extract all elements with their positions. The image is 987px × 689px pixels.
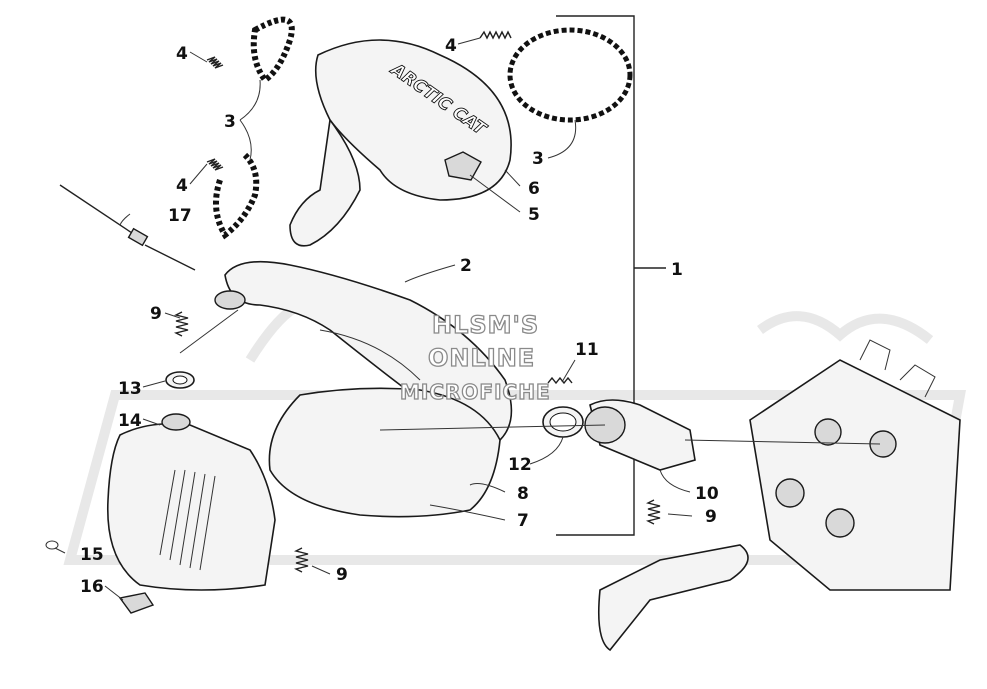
- callout-3-left: 3: [224, 112, 236, 132]
- gasket-13[interactable]: [165, 371, 195, 389]
- spring-top-left[interactable]: [206, 56, 224, 69]
- callout-14: 14: [118, 411, 142, 431]
- clamp-strap-top-left[interactable]: [250, 16, 295, 85]
- spring-9-left[interactable]: [173, 311, 189, 337]
- temperature-sensor[interactable]: [59, 184, 196, 271]
- callout-6: 6: [528, 179, 540, 199]
- silencer-fins: [159, 469, 216, 571]
- callout-4-mid-left: 4: [176, 176, 188, 196]
- callout-12: 12: [508, 455, 532, 475]
- callout-labels: 4 3 4 17 9 13 14 15 16 4 3 6 5 2 1 11 12…: [80, 36, 719, 597]
- assembly-bracket: [556, 15, 666, 536]
- callout-9-right: 9: [705, 507, 717, 527]
- callout-10: 10: [695, 484, 719, 504]
- gasket-12[interactable]: [542, 406, 584, 438]
- callout-16: 16: [80, 577, 104, 597]
- watermark: HLSM'S ONLINE MICROFICHE: [399, 310, 551, 404]
- callout-7: 7: [517, 511, 529, 531]
- watermark-line-3: MICROFICHE: [400, 380, 551, 404]
- callout-13: 13: [118, 379, 142, 399]
- spring-11[interactable]: [547, 376, 573, 385]
- clamp-strap-right[interactable]: [507, 27, 633, 123]
- spring-9-bottom[interactable]: [293, 547, 309, 573]
- callout-9-bottom: 9: [336, 565, 348, 585]
- callout-15: 15: [80, 545, 104, 565]
- spring-mid-left[interactable]: [206, 158, 224, 171]
- callout-17: 17: [168, 206, 192, 226]
- clamp-strap-mid-left[interactable]: [213, 152, 260, 240]
- exhaust-pipe[interactable]: [214, 260, 513, 518]
- callout-1: 1: [671, 260, 683, 280]
- callout-5: 5: [528, 205, 540, 225]
- silencer[interactable]: [106, 413, 276, 591]
- callout-3-right: 3: [532, 149, 544, 169]
- callout-9-left: 9: [150, 304, 162, 324]
- callout-8: 8: [517, 484, 529, 504]
- spring-top-right[interactable]: [479, 30, 512, 40]
- callout-4-top-right: 4: [445, 36, 457, 56]
- leader-lines: [54, 37, 881, 601]
- retaining-clip[interactable]: [45, 540, 59, 550]
- watermark-line-2: ONLINE: [428, 344, 535, 372]
- callout-4-top-left: 4: [176, 44, 188, 64]
- grommet[interactable]: [118, 592, 155, 614]
- exhaust-flange[interactable]: [584, 399, 696, 471]
- spring-9-right[interactable]: [645, 499, 661, 525]
- heat-shield[interactable]: ARCTIC CAT: [289, 39, 512, 247]
- callout-2: 2: [460, 256, 472, 276]
- callout-11: 11: [575, 340, 599, 360]
- engine-block: [749, 339, 961, 591]
- watermark-line-1: HLSM'S: [432, 311, 539, 339]
- mounting-bracket: [597, 544, 749, 652]
